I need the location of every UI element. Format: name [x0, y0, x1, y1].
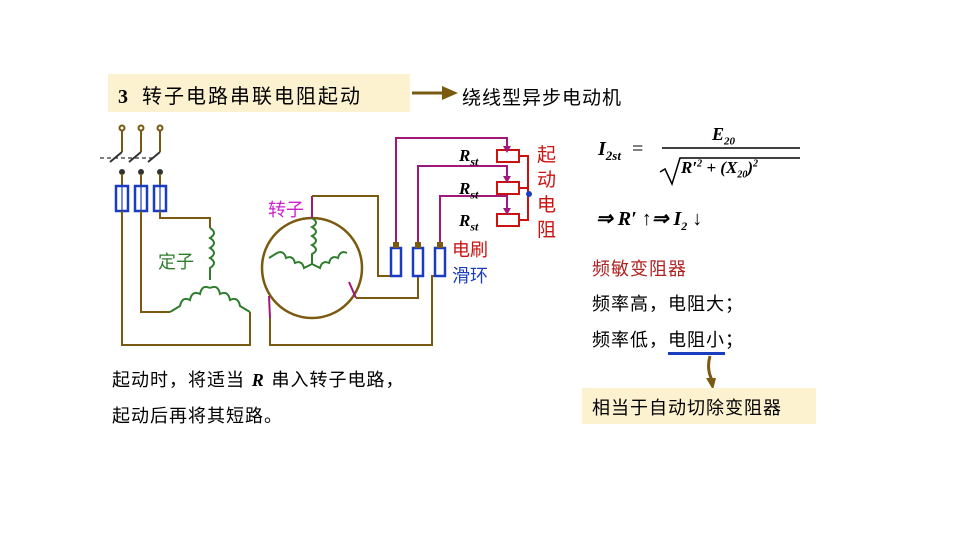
formula-denominator: R′2 + (X20)2: [681, 158, 758, 181]
stator-label: 定子: [158, 252, 194, 273]
start-line-2: 起动后再将其短路。: [112, 406, 283, 427]
rotor-coils: [268, 217, 348, 270]
start-resistors: [496, 149, 520, 227]
start-line-1: 起动时，将适当 R 串入转子电路，: [112, 370, 405, 391]
note-box: [582, 388, 816, 424]
formula-numerator: E20: [712, 124, 736, 148]
sqrt-sign: [659, 157, 800, 187]
resistor-leads: [395, 137, 508, 242]
start-resistor-label: 起动电阻: [537, 144, 557, 241]
resistor-label-2: Rst: [459, 179, 479, 202]
formula-implication: ⇒ R′ ↑⇒ I2 ↓: [596, 208, 703, 233]
title-box: [108, 74, 410, 112]
slip-ring-label: 滑环: [452, 266, 488, 287]
note-arrow: [706, 355, 716, 390]
stator-coils: [169, 227, 251, 313]
title-text: 转子电路串联电阻起动: [142, 84, 362, 108]
slip-rings: [389, 246, 447, 278]
title-number: 3: [118, 86, 130, 108]
note-text: 相当于自动切除变阻器: [592, 398, 782, 419]
resistor-label-1: Rst: [459, 146, 479, 169]
freq-high-line: 频率高，电阻大；: [592, 294, 744, 315]
brushes: [393, 242, 443, 248]
supply-terminals: [118, 124, 164, 152]
formula-lhs: I2st =: [598, 138, 644, 163]
knife-switch: [100, 151, 163, 175]
stator-wires: [121, 211, 251, 346]
subtitle: 绕线型异步电动机: [462, 87, 623, 109]
resistor-label-3: Rst: [459, 211, 479, 234]
resistor-star-bus: [519, 155, 529, 221]
freq-low-line: 频率低，电阻小；: [592, 326, 744, 355]
freq-heading: 频敏变阻器: [592, 259, 687, 280]
fuses: [114, 184, 168, 213]
rotor-circle: [260, 216, 364, 320]
resistor-wipers: [503, 146, 511, 215]
freq-low-value: 电阻小: [668, 330, 725, 355]
rotor-leads: [268, 196, 357, 319]
rotor-label: 转子: [268, 200, 304, 221]
title-arrow: [412, 86, 458, 100]
brush-label: 电刷: [452, 240, 488, 261]
page-title: 3 转子电路串联电阻起动: [118, 80, 362, 109]
star-point: [526, 191, 532, 197]
